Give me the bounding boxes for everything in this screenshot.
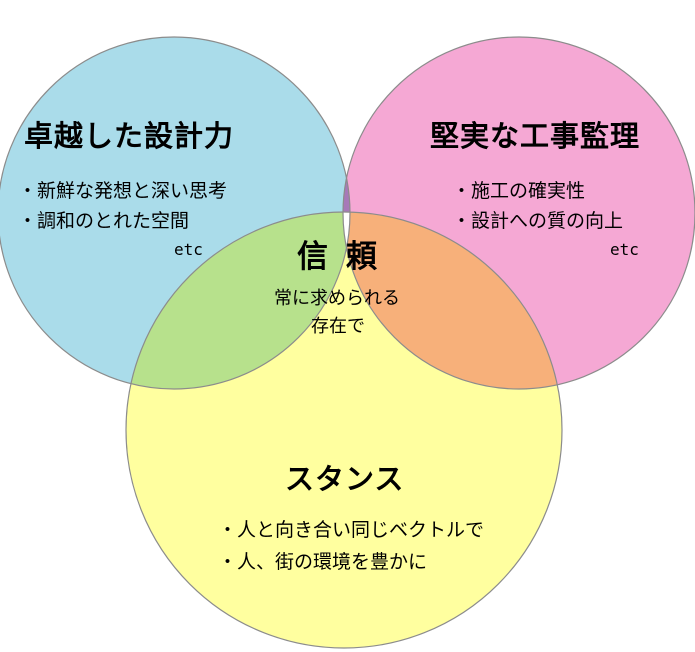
stance-outline <box>125 211 563 649</box>
design-bullet-2: ・調和のとれた空間 <box>18 210 190 232</box>
construction-bullet-2: ・設計への質の向上 <box>452 210 624 232</box>
design-bullet-1: ・新鮮な発想と深い思考 <box>18 180 228 202</box>
construction-title: 堅実な工事監理 <box>430 119 641 153</box>
stance-bullet-2: ・人、街の環境を豊かに <box>218 551 428 573</box>
center-title: 信頼 <box>297 239 395 275</box>
stance-bullet-1: ・人と向き合い同じベクトルで <box>218 519 485 541</box>
center-subtitle-line-2: 存在で <box>311 316 365 337</box>
construction-etc: etc <box>610 240 639 259</box>
design-etc: etc <box>174 240 203 259</box>
design-title: 卓越した設計力 <box>24 119 235 153</box>
design-outline <box>0 36 351 390</box>
center-subtitle-line-1: 常に求められる <box>274 288 400 309</box>
design-stance-overlap <box>126 212 350 389</box>
construction-bullet-1: ・施工の確実性 <box>452 180 586 202</box>
stance-title: スタンス <box>285 462 405 496</box>
construction-outline <box>342 36 695 390</box>
circle-outlines <box>0 36 695 649</box>
construction-stance-overlap <box>343 212 562 389</box>
